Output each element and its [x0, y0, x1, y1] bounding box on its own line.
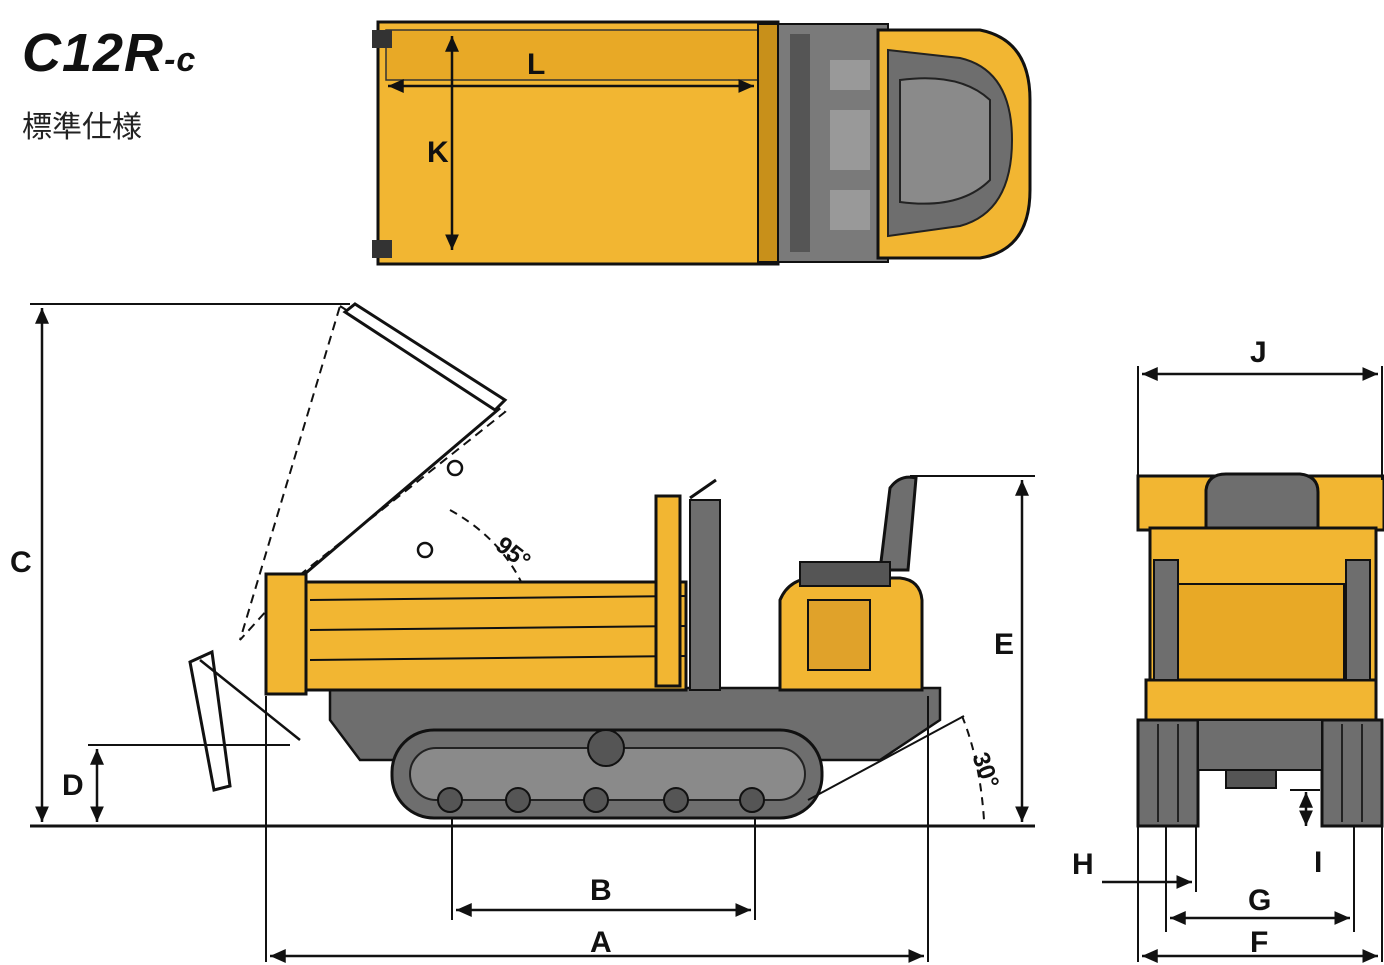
rear-view: J I H G F	[1072, 336, 1384, 963]
label-h: H	[1072, 848, 1094, 881]
track-roller	[739, 787, 765, 813]
raised-bed-outline	[239, 304, 507, 641]
label-e: E	[994, 628, 1014, 661]
model-name: C12R	[22, 23, 165, 83]
label-l: L	[527, 48, 545, 81]
rear-track-left	[1136, 718, 1200, 828]
label-j: J	[1250, 336, 1267, 369]
label-a: A	[590, 926, 612, 959]
model-suffix: -c	[164, 41, 197, 79]
label-i: I	[1314, 846, 1322, 879]
label-d: D	[62, 769, 84, 802]
model-title: C12R-c	[22, 22, 196, 84]
track-roller	[583, 787, 609, 813]
top-view: L K	[372, 20, 1032, 266]
side-view: 95° 30°	[10, 302, 1035, 963]
track-roller	[663, 787, 689, 813]
label-b: B	[590, 874, 612, 907]
label-dump-angle: 95°	[490, 531, 535, 575]
track-roller	[505, 787, 531, 813]
drive-sprocket	[587, 729, 625, 767]
spec-label: 標準仕様	[22, 110, 142, 145]
label-climb-angle: 30°	[966, 749, 1004, 792]
label-g: G	[1248, 884, 1271, 917]
climb-angle-line	[807, 715, 965, 801]
label-k: K	[427, 136, 449, 169]
rear-track-right	[1320, 718, 1384, 828]
label-f: F	[1250, 926, 1268, 959]
track-roller	[437, 787, 463, 813]
operator-seat	[878, 475, 918, 572]
label-c: C	[10, 546, 32, 579]
